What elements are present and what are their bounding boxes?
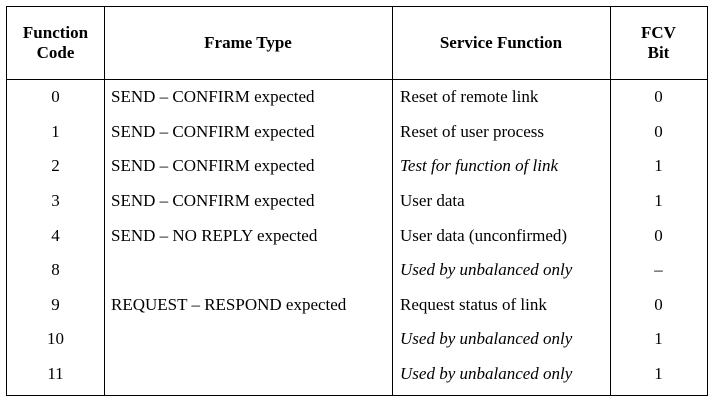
header-fcv-bit-label: FCV Bit [641,23,676,63]
frame-type-cell [111,322,391,357]
column-divider [392,7,393,395]
fcv-bit-cell: 0 [654,121,663,141]
function-code-cell: 8 [51,260,60,280]
table-row: 2 SEND – CONFIRM expected Test for functio… [7,149,707,184]
function-code-cell: 10 [47,329,64,349]
service-function-cell: Used by unbalanced only [400,260,573,280]
header-function-code-line1: Function [22,23,89,42]
function-code-cell: 9 [51,294,60,314]
table-row: 9 REQUEST – RESPOND expected Request statu… [7,288,707,323]
fcv-bit-cell: – [654,260,663,280]
header-function-code: Function Code [7,7,104,79]
service-function-cell: Reset of remote link [400,87,539,107]
frame-type-cell: SEND – CONFIRM expected [111,87,315,107]
fcv-bit-cell: 0 [654,225,663,245]
table-row: 10 Used by unbalanced only 1 [7,322,707,357]
function-code-cell: 0 [51,87,60,107]
header-fcv-bit: FCV Bit [610,7,707,79]
fcv-bit-cell: 1 [654,156,663,176]
service-function-cell: Test for function of link [400,156,559,176]
header-frame-type: Frame Type [204,33,292,52]
table-row: 8 Used by unbalanced only – [7,253,707,288]
fcv-bit-cell: 0 [654,294,663,314]
frame-type-cell [111,253,391,288]
function-code-cell: 1 [51,121,60,141]
table-row: 3 SEND – CONFIRM expected User data 1 [7,184,707,219]
column-divider [104,7,105,395]
table-row: 1 SEND – CONFIRM expected Reset of user pr… [7,115,707,150]
table-row: 0 SEND – CONFIRM expected Reset of remote … [7,80,707,115]
fcv-bit-cell: 1 [654,364,663,384]
function-code-table: Function Code Frame Type Service Functio… [6,6,708,396]
fcv-bit-cell: 1 [654,329,663,349]
service-function-cell: Used by unbalanced only [400,364,573,384]
function-code-cell: 4 [51,225,60,245]
frame-type-cell: SEND – CONFIRM expected [111,191,315,211]
service-function-cell: Request status of link [400,294,547,314]
service-function-cell: Used by unbalanced only [400,329,573,349]
function-code-cell: 2 [51,156,60,176]
service-function-cell: User data [400,191,465,211]
frame-type-cell: SEND – CONFIRM expected [111,156,315,176]
frame-type-cell: SEND – NO REPLY expected [111,225,318,245]
frame-type-cell: SEND – CONFIRM expected [111,121,315,141]
service-function-cell: Reset of user process [400,121,544,141]
function-code-cell: 3 [51,191,60,211]
column-divider [610,7,611,395]
fcv-bit-cell: 1 [654,191,663,211]
fcv-bit-cell: 0 [654,87,663,107]
header-function-code-label: Function Code [23,23,88,63]
header-function-code-line2: Code [36,43,75,62]
service-function-cell: User data (unconfirmed) [400,225,568,245]
frame-type-cell: REQUEST – RESPOND expected [111,294,347,314]
table-header-row: Function Code Frame Type Service Functio… [7,7,707,80]
header-fcv-line2: Bit [647,43,670,62]
header-fcv-line1: FCV [641,23,676,42]
table-row: 4 SEND – NO REPLY expected User data (unco… [7,218,707,253]
frame-type-cell [111,357,391,392]
function-code-cell: 11 [47,364,64,384]
header-service-function: Service Function [439,33,563,52]
table-row: 11 Used by unbalanced only 1 [7,357,707,392]
